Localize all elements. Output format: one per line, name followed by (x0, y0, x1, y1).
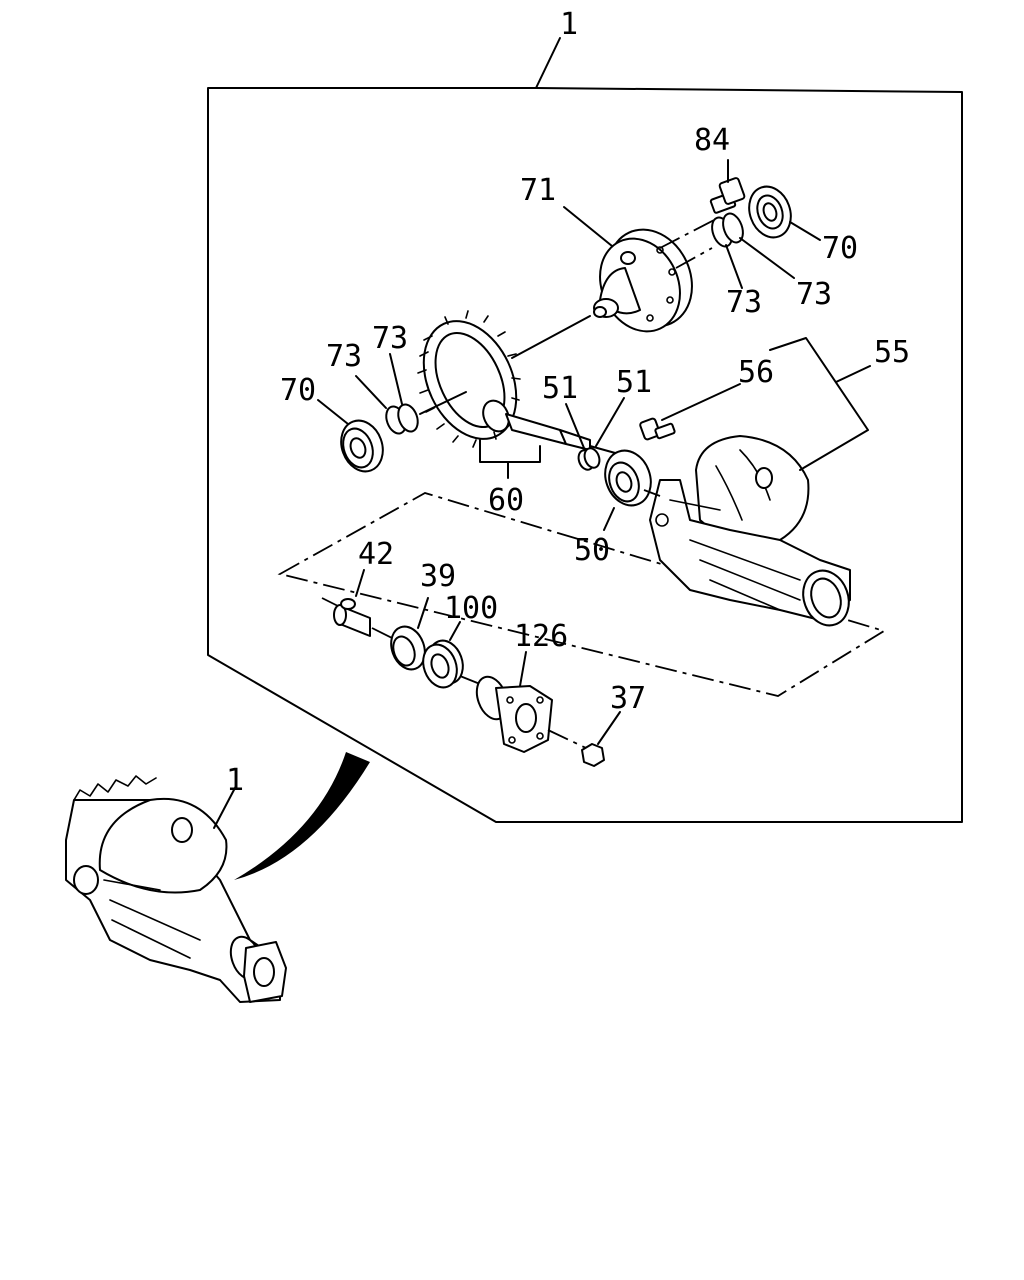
carrier-housing-55 (643, 337, 871, 627)
spacer-42 (321, 569, 393, 639)
label-50: 50 (574, 533, 610, 568)
label-70-left: 70 (280, 373, 316, 408)
flange-126 (475, 651, 587, 753)
label-73-d: 73 (326, 339, 362, 374)
shims-73-left (355, 353, 467, 435)
label-84: 84 (694, 123, 730, 158)
label-55: 55 (874, 335, 910, 370)
shims-73-right (711, 212, 795, 289)
part-labels: 1 84 71 70 73 73 73 73 70 51 51 56 55 60… (226, 7, 910, 798)
label-assy-bottom: 1 (226, 763, 244, 798)
bearing-50 (603, 449, 652, 531)
label-70-right: 70 (822, 231, 858, 266)
label-73-c: 73 (372, 321, 408, 356)
bearing-39 (390, 597, 429, 671)
bolt-84 (709, 159, 746, 214)
axle-assembly-1 (65, 775, 287, 1003)
bolt-56 (639, 383, 741, 441)
nut-37 (581, 711, 621, 767)
spacers-51 (565, 397, 625, 471)
label-60: 60 (488, 483, 524, 518)
differential-case-71 (563, 206, 719, 333)
label-71: 71 (520, 173, 556, 208)
label-100: 100 (444, 591, 498, 626)
label-assy-top: 1 (560, 7, 578, 42)
label-39: 39 (420, 559, 456, 594)
label-56: 56 (738, 355, 774, 390)
label-126: 126 (514, 619, 568, 654)
bearing-70-left (317, 399, 384, 473)
label-73-a: 73 (726, 285, 762, 320)
label-51-b: 51 (616, 365, 652, 400)
assembly-frame (207, 37, 963, 823)
bracket-60 (479, 439, 541, 479)
label-51-a: 51 (542, 371, 578, 406)
pinion-subassembly-box (277, 492, 887, 697)
label-37: 37 (610, 681, 646, 716)
bearing-100 (422, 621, 481, 689)
bearing-70-right (748, 185, 821, 241)
label-42: 42 (358, 537, 394, 572)
label-73-b: 73 (796, 277, 832, 312)
callout-arrow (234, 752, 370, 880)
